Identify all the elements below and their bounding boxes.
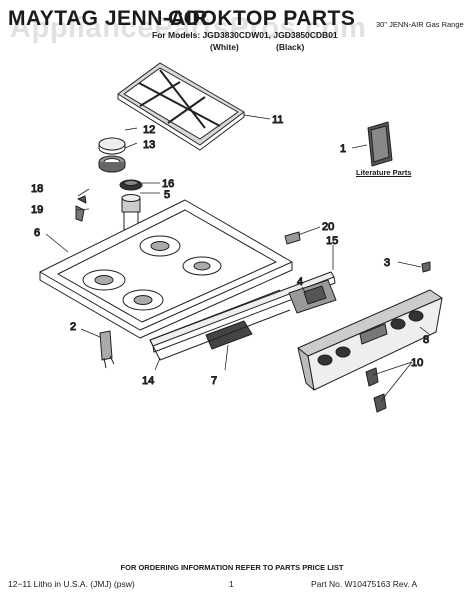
callout-6: 6 <box>34 227 40 239</box>
leader-lines <box>45 114 431 402</box>
models-line: For Models: JGD3830CDW01, JGD3850CDB01 <box>152 30 338 40</box>
watermark: AppliancePartsPros.com <box>10 12 367 44</box>
callout-16: 16 <box>162 178 174 190</box>
callout-numbers: 11 12 13 1 18 16 5 19 6 20 15 3 4 2 8 14… <box>31 114 430 388</box>
callout-2: 2 <box>70 321 76 333</box>
callout-13: 13 <box>143 139 155 151</box>
brand-logo-text: MAYTAG JENN-AIR <box>8 7 209 30</box>
page-title: COOKTOP PARTS <box>168 7 356 30</box>
grate-drawing <box>117 62 245 151</box>
callout-3: 3 <box>384 257 390 269</box>
screw-18-drawing <box>77 195 87 204</box>
page-number: 1 <box>229 579 234 589</box>
igniter-drawing <box>119 179 143 191</box>
clip-drawing <box>284 231 301 245</box>
callout-1: 1 <box>340 143 346 155</box>
callout-7: 7 <box>211 375 217 387</box>
cooktop-drawing <box>39 199 293 339</box>
valve-assembly-drawing <box>288 279 337 314</box>
spark-module-drawing <box>99 330 115 369</box>
callout-14: 14 <box>142 375 154 387</box>
control-knobs-drawing <box>365 367 387 413</box>
callout-11: 11 <box>272 114 283 126</box>
footer-litho: 12−11 Litho in U.S.A. (JMJ) (psw) <box>8 579 135 589</box>
control-panel-drawing <box>297 289 443 391</box>
callout-20: 20 <box>322 221 334 233</box>
screw-3-drawing <box>421 261 431 273</box>
callout-12: 12 <box>143 124 155 136</box>
burner-box-bracket-drawing <box>149 289 291 361</box>
callout-4: 4 <box>297 276 303 288</box>
burner-cap-drawing <box>98 137 126 155</box>
callout-19: 19 <box>31 204 43 216</box>
literature-booklet-drawing <box>367 121 393 167</box>
orifice-19-drawing <box>75 205 85 222</box>
insulation-plate-drawing <box>205 320 253 350</box>
callout-5: 5 <box>164 189 170 201</box>
callout-18: 18 <box>31 183 43 195</box>
callout-8: 8 <box>423 334 429 346</box>
literature-parts-label: Literature Parts <box>356 168 412 177</box>
ordering-note: FOR ORDERING INFORMATION REFER TO PARTS … <box>120 563 344 572</box>
color-white-label: (White) <box>210 42 239 52</box>
callout-10: 10 <box>411 357 423 369</box>
color-black-label: (Black) <box>276 42 305 52</box>
burner-head-drawing <box>98 155 126 173</box>
callout-15: 15 <box>326 235 338 247</box>
appliance-type-label: 30" JENN-AIR Gas Range <box>376 20 464 29</box>
part-number: Part No. W10475163 Rev. A <box>311 579 418 589</box>
